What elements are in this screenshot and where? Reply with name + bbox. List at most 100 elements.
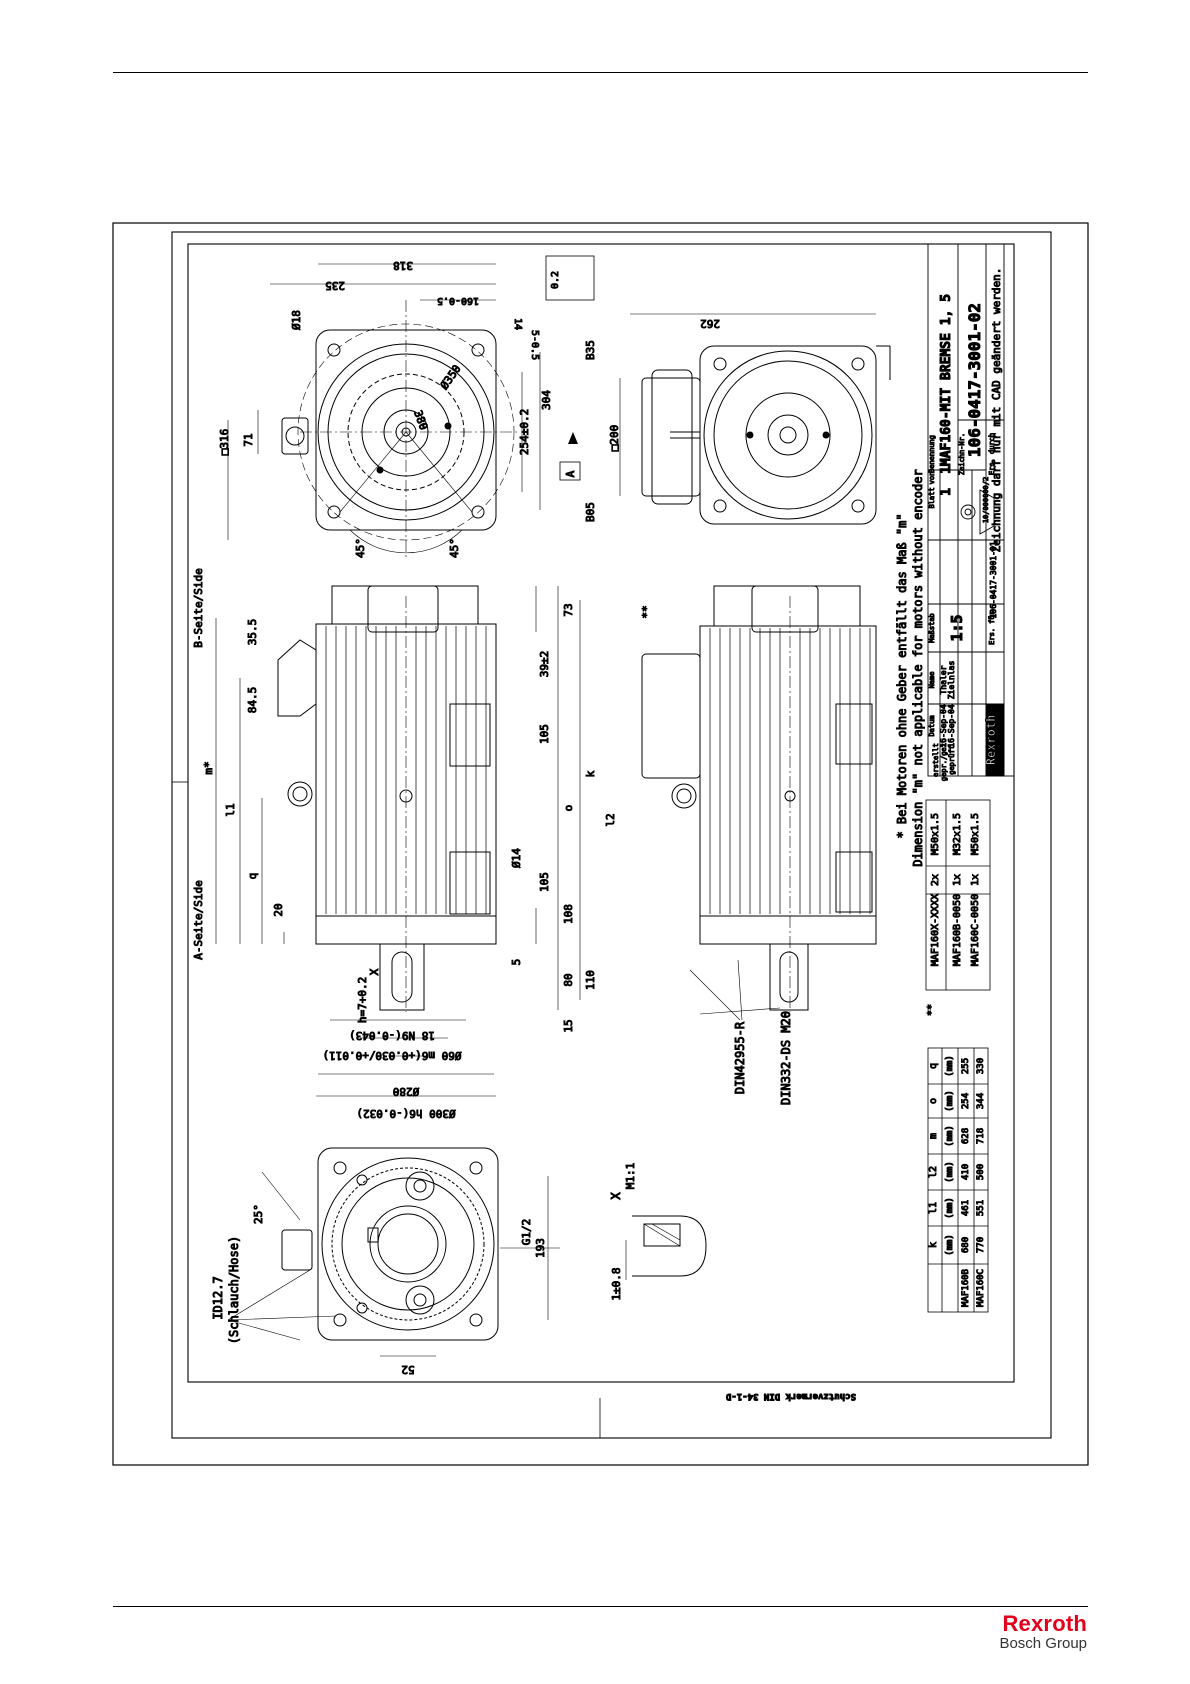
protection-note: Schutzvermerk DIN 34-1-D (725, 1391, 856, 1401)
side-a-label: A-Seite/Side (192, 880, 205, 959)
dim-d18: Ø18 (290, 310, 303, 330)
tb-name-drawn: Thaler (939, 665, 948, 694)
dim-105b: 105 (538, 872, 551, 892)
thread-table-cell: 2x (930, 874, 941, 886)
thread-table-cell: 1x (952, 874, 963, 886)
dim-39: 39±2 (538, 651, 551, 678)
thread-table-grid (925, 799, 991, 991)
tb-hdr-ers-fuer: Ers. für (988, 611, 996, 645)
dim-20: 20 (272, 903, 285, 916)
detail-x-label: X (609, 1192, 623, 1200)
tb-hdr-ers-durch: Ers. durch (988, 433, 996, 475)
thread-table-cell: MAF160C-0050 (970, 894, 981, 966)
dim-table-header: o (928, 1098, 939, 1104)
thread-table: MAF160X-XXXX2xM50x1.5MAF160B-00501xM32x1… (930, 812, 982, 966)
end-view-brake (619, 313, 891, 525)
dim-60m6: Ø60 m6(+0.030/+0.011) (322, 1049, 461, 1062)
dim-table-unit: (mm) (945, 1055, 955, 1077)
view-b35: B35 (584, 340, 597, 360)
dim-table-cell: MAF160C (976, 1269, 986, 1307)
din-332: DIN332-DS M20 (779, 1011, 793, 1105)
dim-35-5: 35.5 (246, 619, 259, 646)
dim-table-cell: 410 (961, 1164, 971, 1180)
dim-table-unit: (mm) (945, 1090, 955, 1112)
dim-table-header: l1 (928, 1202, 939, 1214)
footnote-de: * Bei Motoren ohne Geber entfällt das Ma… (895, 513, 909, 838)
dim-table-header: q (928, 1063, 939, 1069)
tb-hdr-blatt: Blatt (928, 487, 936, 508)
end-view-a-side (227, 1147, 560, 1357)
dim-table-header: m (928, 1133, 939, 1139)
dim-73: 73 (562, 603, 575, 616)
dim-262: 262 (700, 317, 720, 330)
dim-d14: Ø14 (510, 848, 523, 868)
tb-row-gepr: gepr./gez. (940, 739, 948, 781)
dim-table-cell: 255 (961, 1058, 971, 1074)
tb-date-checked: 16-Sep-04 (947, 704, 956, 748)
thread-table-cell: MAF160B-0050 (952, 894, 963, 966)
tb-hdr-name: Name (928, 672, 936, 689)
tb-hdr-von: von (928, 472, 936, 485)
top-rule (113, 72, 1088, 73)
side-view-brake (641, 585, 877, 1021)
tb-logo-name: Rexroth (984, 715, 998, 766)
dim-k: k (584, 770, 597, 777)
dim-table-cell: 718 (976, 1128, 986, 1144)
dim-table-header: k (928, 1242, 939, 1248)
tb-hdr-benennung: Benennung (928, 435, 936, 473)
dim-254: 254±0.2 (518, 409, 531, 455)
title-block-grid (927, 243, 1015, 777)
dim-316: □316 (218, 429, 231, 456)
thread-star: ** (926, 1004, 937, 1016)
hose-id: ID12.7 (211, 1276, 225, 1319)
side-view-a (215, 585, 581, 1097)
thread-table-cell: M32x1.5 (952, 813, 963, 855)
tb-row-geprueft: geprüft (948, 745, 956, 775)
dim-304: 304 (540, 390, 553, 410)
footnote-en: Dimension "m" not applicable for motors … (911, 469, 925, 866)
rexroth-logo: Rexroth Bosch Group (999, 1612, 1087, 1652)
thread-table-cell: 1x (970, 874, 981, 886)
tb-hdr-massstab: Maßstab (928, 613, 936, 643)
dim-m: m* (202, 761, 215, 774)
dim-71: 71 (242, 433, 255, 446)
dim-table-cell: 254 (961, 1093, 971, 1109)
brand-name: Rexroth (1002, 1611, 1087, 1636)
dim-110: 110 (584, 970, 597, 990)
dim-l2: l2 (604, 813, 617, 826)
dim-380: 380 (411, 409, 430, 432)
dim-300h6: Ø300 h6(-0.032) (356, 1107, 455, 1120)
tb-scale: 1:5 (948, 614, 966, 641)
dim-80: 80 (562, 973, 575, 986)
dim-l1: l1 (224, 803, 237, 816)
tb-small-code: 10/000000/2 (982, 477, 990, 523)
tb-row-erstellt: erstellt (932, 743, 940, 777)
dim-table-unit: (mm) (945, 1161, 955, 1183)
thread-table-cell: M50x1.5 (970, 813, 981, 855)
dim-table-cell: 461 (961, 1200, 971, 1216)
tb-drawing-no: 106-0417-3001-02 (965, 303, 984, 457)
brand-sub: Bosch Group (999, 1635, 1087, 1652)
dim-table-header: l2 (928, 1166, 939, 1178)
dim-15: 15 (562, 1019, 575, 1032)
tb-logo-sub: Bosch Group (996, 717, 1004, 763)
dim-45a: 45° (354, 538, 367, 558)
tb-replaced: 106-0417-3001-01 (989, 541, 998, 618)
dim-x: X (368, 968, 381, 975)
tb-date-drawn: 16-Sep-04 (939, 704, 948, 748)
tol-1: 1±0.8 (610, 1267, 623, 1300)
dim-25: 25° (252, 1204, 265, 1224)
tb-hdr-zeichnr: Zeichn-Nr. (958, 433, 966, 475)
din-42955: DIN42955-R (733, 1021, 747, 1094)
dim-200: □200 (608, 425, 621, 452)
dim-g12: G1/2 (520, 1219, 533, 1246)
detail-x (625, 1215, 707, 1280)
tb-designation: MAF160-MIT BREMSE 1, 5 (939, 294, 954, 466)
dim-105a: 105 (538, 724, 551, 744)
dim-table: kl1l2moq(mm)(mm)(mm)(mm)(mm)(mm)MAF160B6… (928, 1055, 987, 1308)
dim-193: 193 (534, 1238, 547, 1258)
dim-table-unit: (mm) (945, 1197, 955, 1219)
tb-sheet: 1 (939, 488, 954, 496)
end-view-b-side (227, 255, 595, 560)
tb-name-checked: Zielnlas (947, 661, 956, 700)
